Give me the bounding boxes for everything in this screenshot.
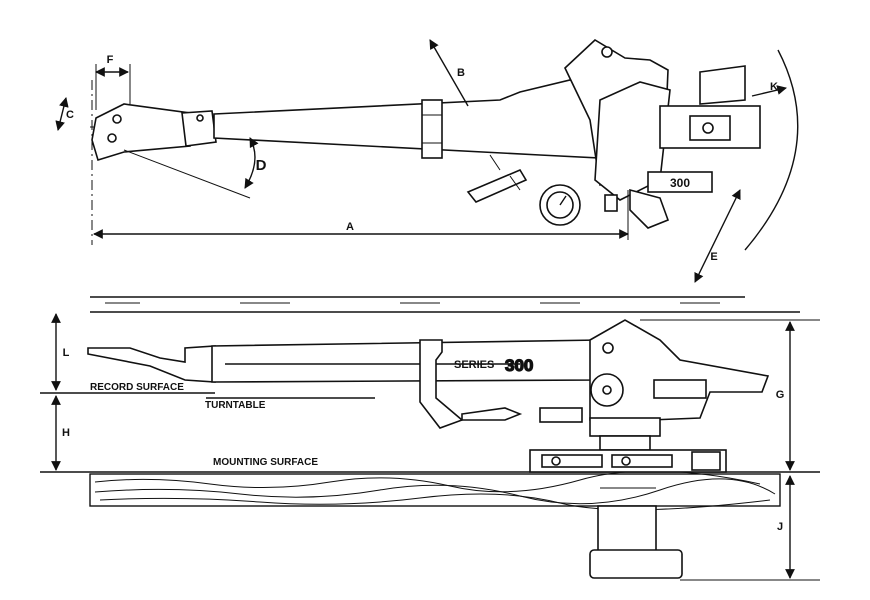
label-f: F [107, 54, 114, 66]
top-badge [647, 171, 713, 193]
plinth [89, 473, 781, 507]
label-j: J [777, 521, 783, 533]
record-surface-label: RECORD SURFACE [90, 382, 184, 393]
dimension-b-leader [429, 39, 469, 107]
pivot-housing-side [589, 319, 770, 423]
bias-knob-side [539, 407, 583, 423]
mounting-surface-label: MOUNTING SURFACE [213, 457, 318, 468]
series-number: 300 [505, 356, 533, 375]
dimension-c-line [55, 97, 69, 131]
label-l: L [63, 347, 70, 359]
top-badge-text: 300 [670, 176, 690, 190]
label-k: K [770, 81, 778, 93]
lift-lever-side [461, 407, 523, 421]
headshell-screw [107, 133, 117, 143]
label-g: G [776, 389, 785, 401]
side-view: SERIES 300 RECORD SURFACE TURNTABLE MOUN… [40, 296, 820, 581]
arm-rest [419, 339, 464, 429]
dimension-d-arc [244, 137, 259, 189]
counterweight-side [653, 379, 707, 399]
dimension-e-line [694, 189, 741, 283]
label-a: A [346, 221, 354, 233]
arm-tube-side [211, 339, 601, 383]
collar-screw [196, 114, 204, 122]
top-view: 300 A B C D E F K [55, 39, 799, 283]
label-d: D [256, 157, 267, 174]
headshell [91, 103, 191, 162]
headshell-screw [112, 114, 122, 124]
headshell-side [87, 345, 216, 383]
base-collar [589, 417, 661, 437]
label-h: H [62, 427, 70, 439]
series-word: SERIES [454, 359, 494, 371]
turntable-label: TURNTABLE [205, 400, 266, 411]
counterweight-fin [699, 65, 746, 105]
arm-clamp [421, 99, 443, 159]
arm-tube [213, 79, 601, 159]
dimension-k-line [751, 85, 787, 97]
sub-housing-base [589, 549, 683, 579]
label-c: C [66, 109, 74, 121]
platter-arc [744, 49, 799, 251]
label-b: B [457, 67, 465, 79]
headshell-collar [181, 110, 217, 147]
label-e: E [710, 251, 717, 263]
sub-housing [597, 505, 657, 553]
